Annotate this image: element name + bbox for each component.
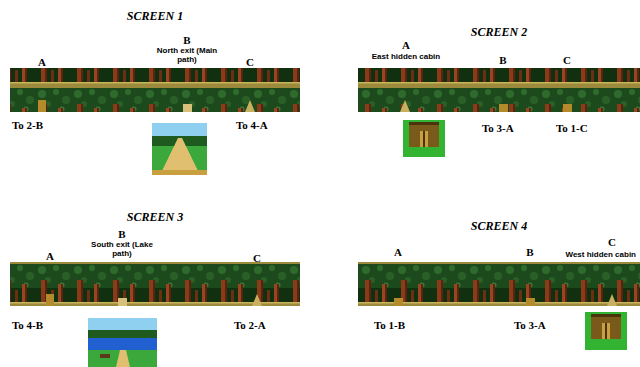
exit-letter: A — [38, 56, 46, 69]
destination-label: To 4-B — [12, 319, 43, 332]
destination-label: To 3-A — [514, 319, 546, 332]
exit-letter: B — [526, 246, 533, 259]
exit-markers — [38, 100, 617, 306]
destination-label: To 1-B — [374, 319, 405, 332]
forest-band — [10, 262, 300, 306]
exit-note: North exit (Main path) — [155, 46, 219, 64]
exit-letter: C — [253, 252, 261, 265]
exit-note: West hidden cabin — [565, 250, 636, 259]
forest-band — [10, 68, 300, 112]
exit-letter: A — [394, 246, 402, 259]
screen-heading: SCREEN 3 — [10, 210, 300, 225]
cabin-inset — [585, 312, 627, 350]
destination-label: To 4-A — [236, 119, 268, 132]
exit-note: East hidden cabin — [372, 52, 440, 61]
destination-label: To 2-A — [234, 319, 266, 332]
screen-title: SCREEN 3 — [10, 210, 300, 225]
screen-title: SCREEN 2 — [358, 25, 640, 40]
screen-heading: SCREEN 4 — [358, 219, 640, 234]
exit-letter: C — [563, 54, 571, 67]
exit-letter: B — [183, 34, 190, 47]
lake-path-inset — [88, 318, 157, 367]
destination-label: To 1-C — [556, 122, 588, 135]
cabin-inset — [403, 120, 445, 157]
screen-title: SCREEN 4 — [358, 219, 640, 234]
screen-title: SCREEN 1 — [10, 9, 300, 24]
screen-heading: SCREEN 2 — [358, 25, 640, 40]
exit-letter: A — [402, 39, 410, 52]
exit-letter: A — [46, 250, 54, 263]
exit-letter: C — [246, 56, 254, 69]
exit-letter: B — [118, 228, 125, 241]
forest-band — [358, 262, 640, 306]
exit-note: South exit (Lake path) — [90, 240, 154, 258]
exit-letter: B — [499, 54, 506, 67]
forest-band — [358, 68, 640, 112]
screen-heading: SCREEN 1 — [10, 9, 300, 24]
exit-letter: C — [608, 236, 616, 249]
destination-label: To 3-A — [482, 122, 514, 135]
main-path-inset — [152, 123, 207, 175]
destination-label: To 2-B — [12, 119, 43, 132]
